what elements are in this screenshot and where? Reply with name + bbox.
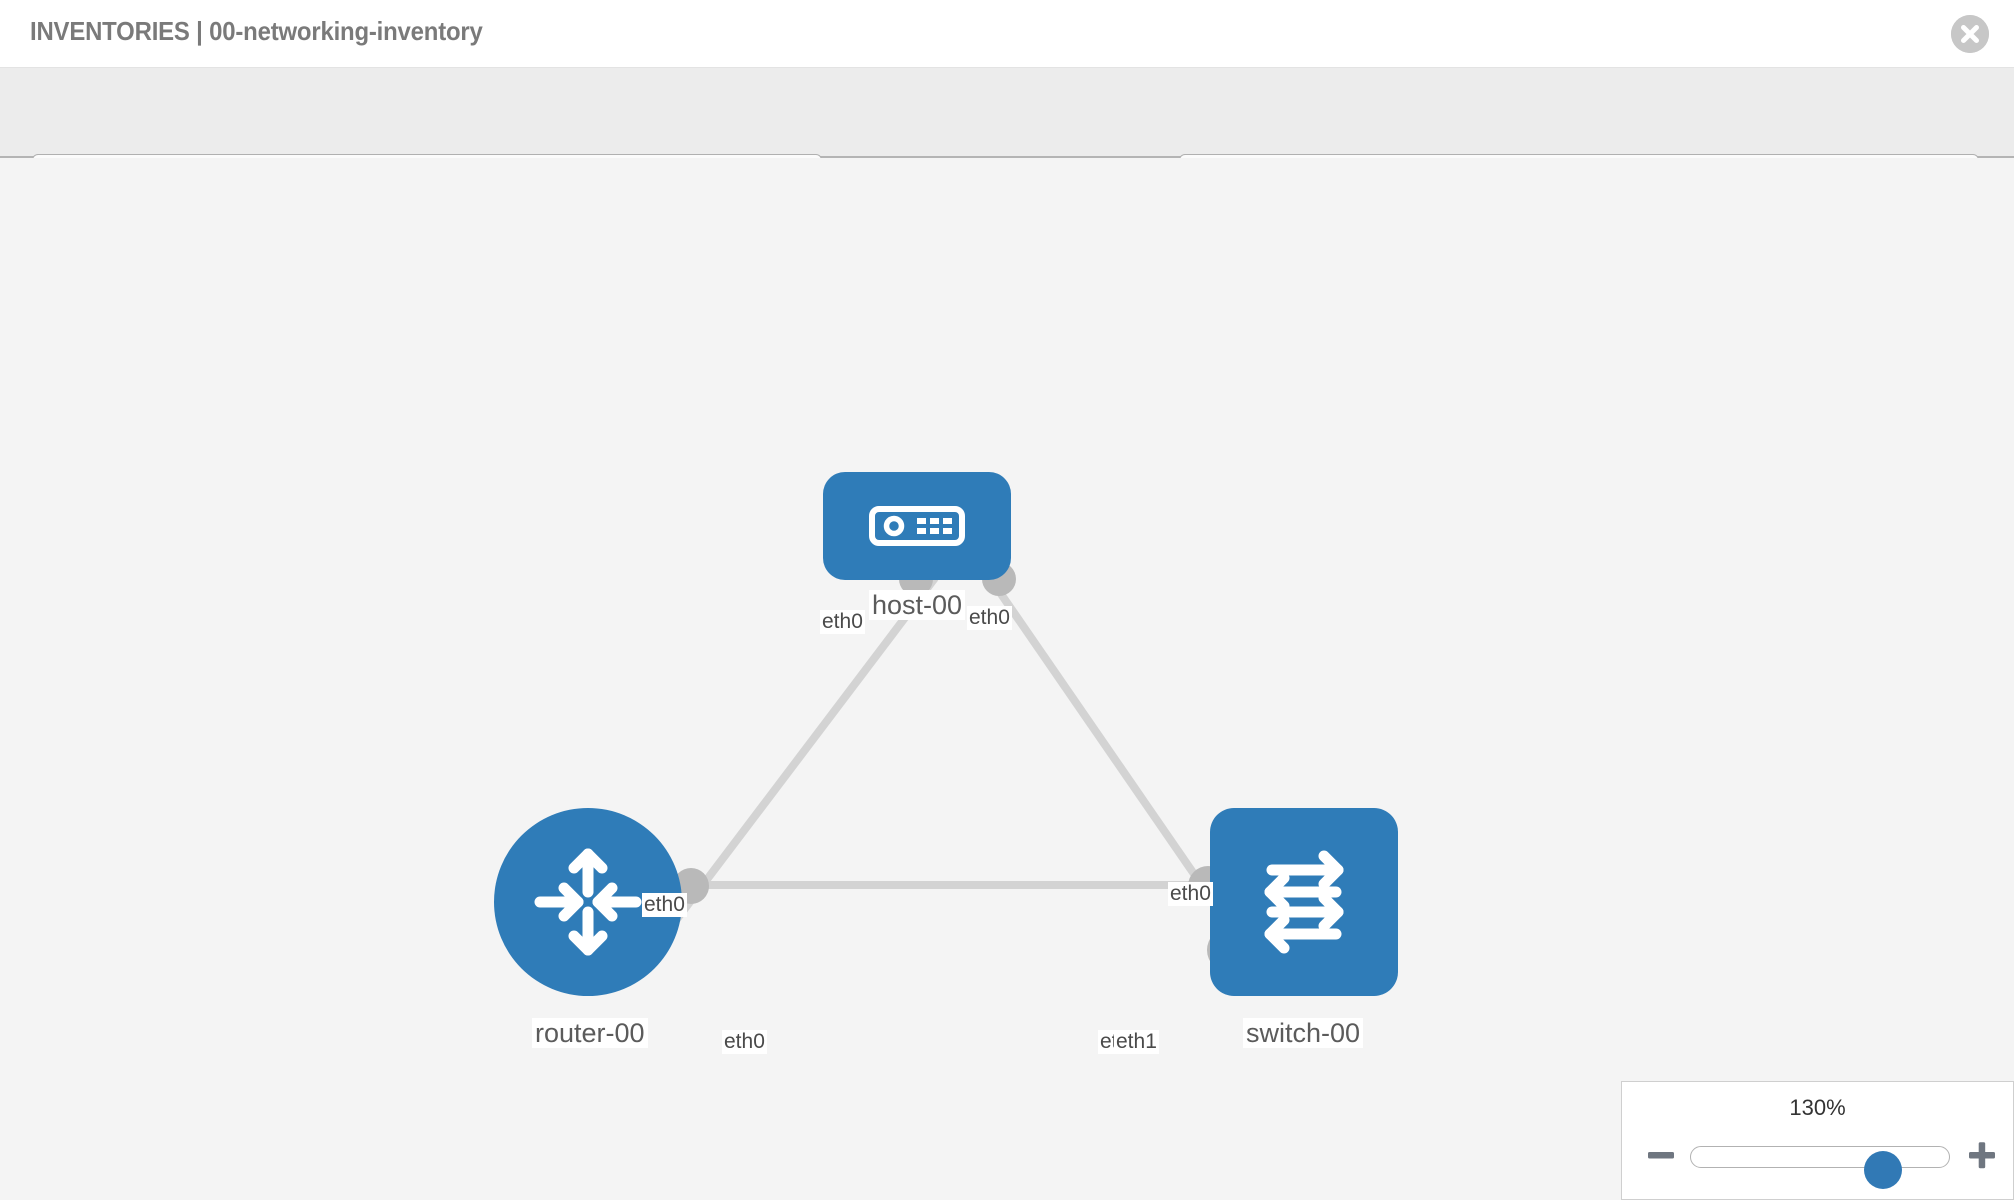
zoom-slider-row: [1622, 1134, 2013, 1189]
router-arrows-icon: [534, 848, 642, 956]
minus-icon[interactable]: [1644, 1138, 1678, 1172]
interface-label: eth0: [722, 1030, 767, 1055]
zoom-percent-label: 130%: [1789, 1095, 1846, 1120]
zoom-control: 130%: [1621, 1081, 2014, 1200]
node-label-switch-00: switch-00: [1243, 1018, 1364, 1049]
node-switch-00[interactable]: [1210, 808, 1398, 996]
interface-label: eth1: [1114, 1030, 1159, 1055]
plus-icon[interactable]: [1965, 1138, 1999, 1172]
switch-arrows-icon: [1264, 850, 1344, 954]
node-label-host-00: host-00: [869, 590, 966, 621]
zoom-slider-thumb[interactable]: [1864, 1151, 1902, 1189]
page-header: INVENTORIES | 00-networking-inventory: [0, 0, 2014, 68]
interface-label: eth0: [967, 606, 1012, 631]
node-label-router-00: router-00: [532, 1018, 648, 1049]
interface-label: eth0: [820, 610, 865, 635]
toolbar: ACTIONS SEARCH: [0, 68, 2014, 209]
topology-canvas[interactable]: host-00 router-0: [0, 158, 2014, 1200]
server-icon: [869, 506, 965, 546]
page-title: INVENTORIES | 00-networking-inventory: [30, 16, 483, 46]
interface-label: eth0: [642, 893, 687, 918]
zoom-slider-track[interactable]: [1690, 1146, 1950, 1189]
node-host-00[interactable]: [823, 472, 1011, 580]
close-icon[interactable]: [1951, 15, 1989, 53]
topology-links: [636, 575, 1249, 971]
interface-label: eth0: [1168, 882, 1213, 907]
